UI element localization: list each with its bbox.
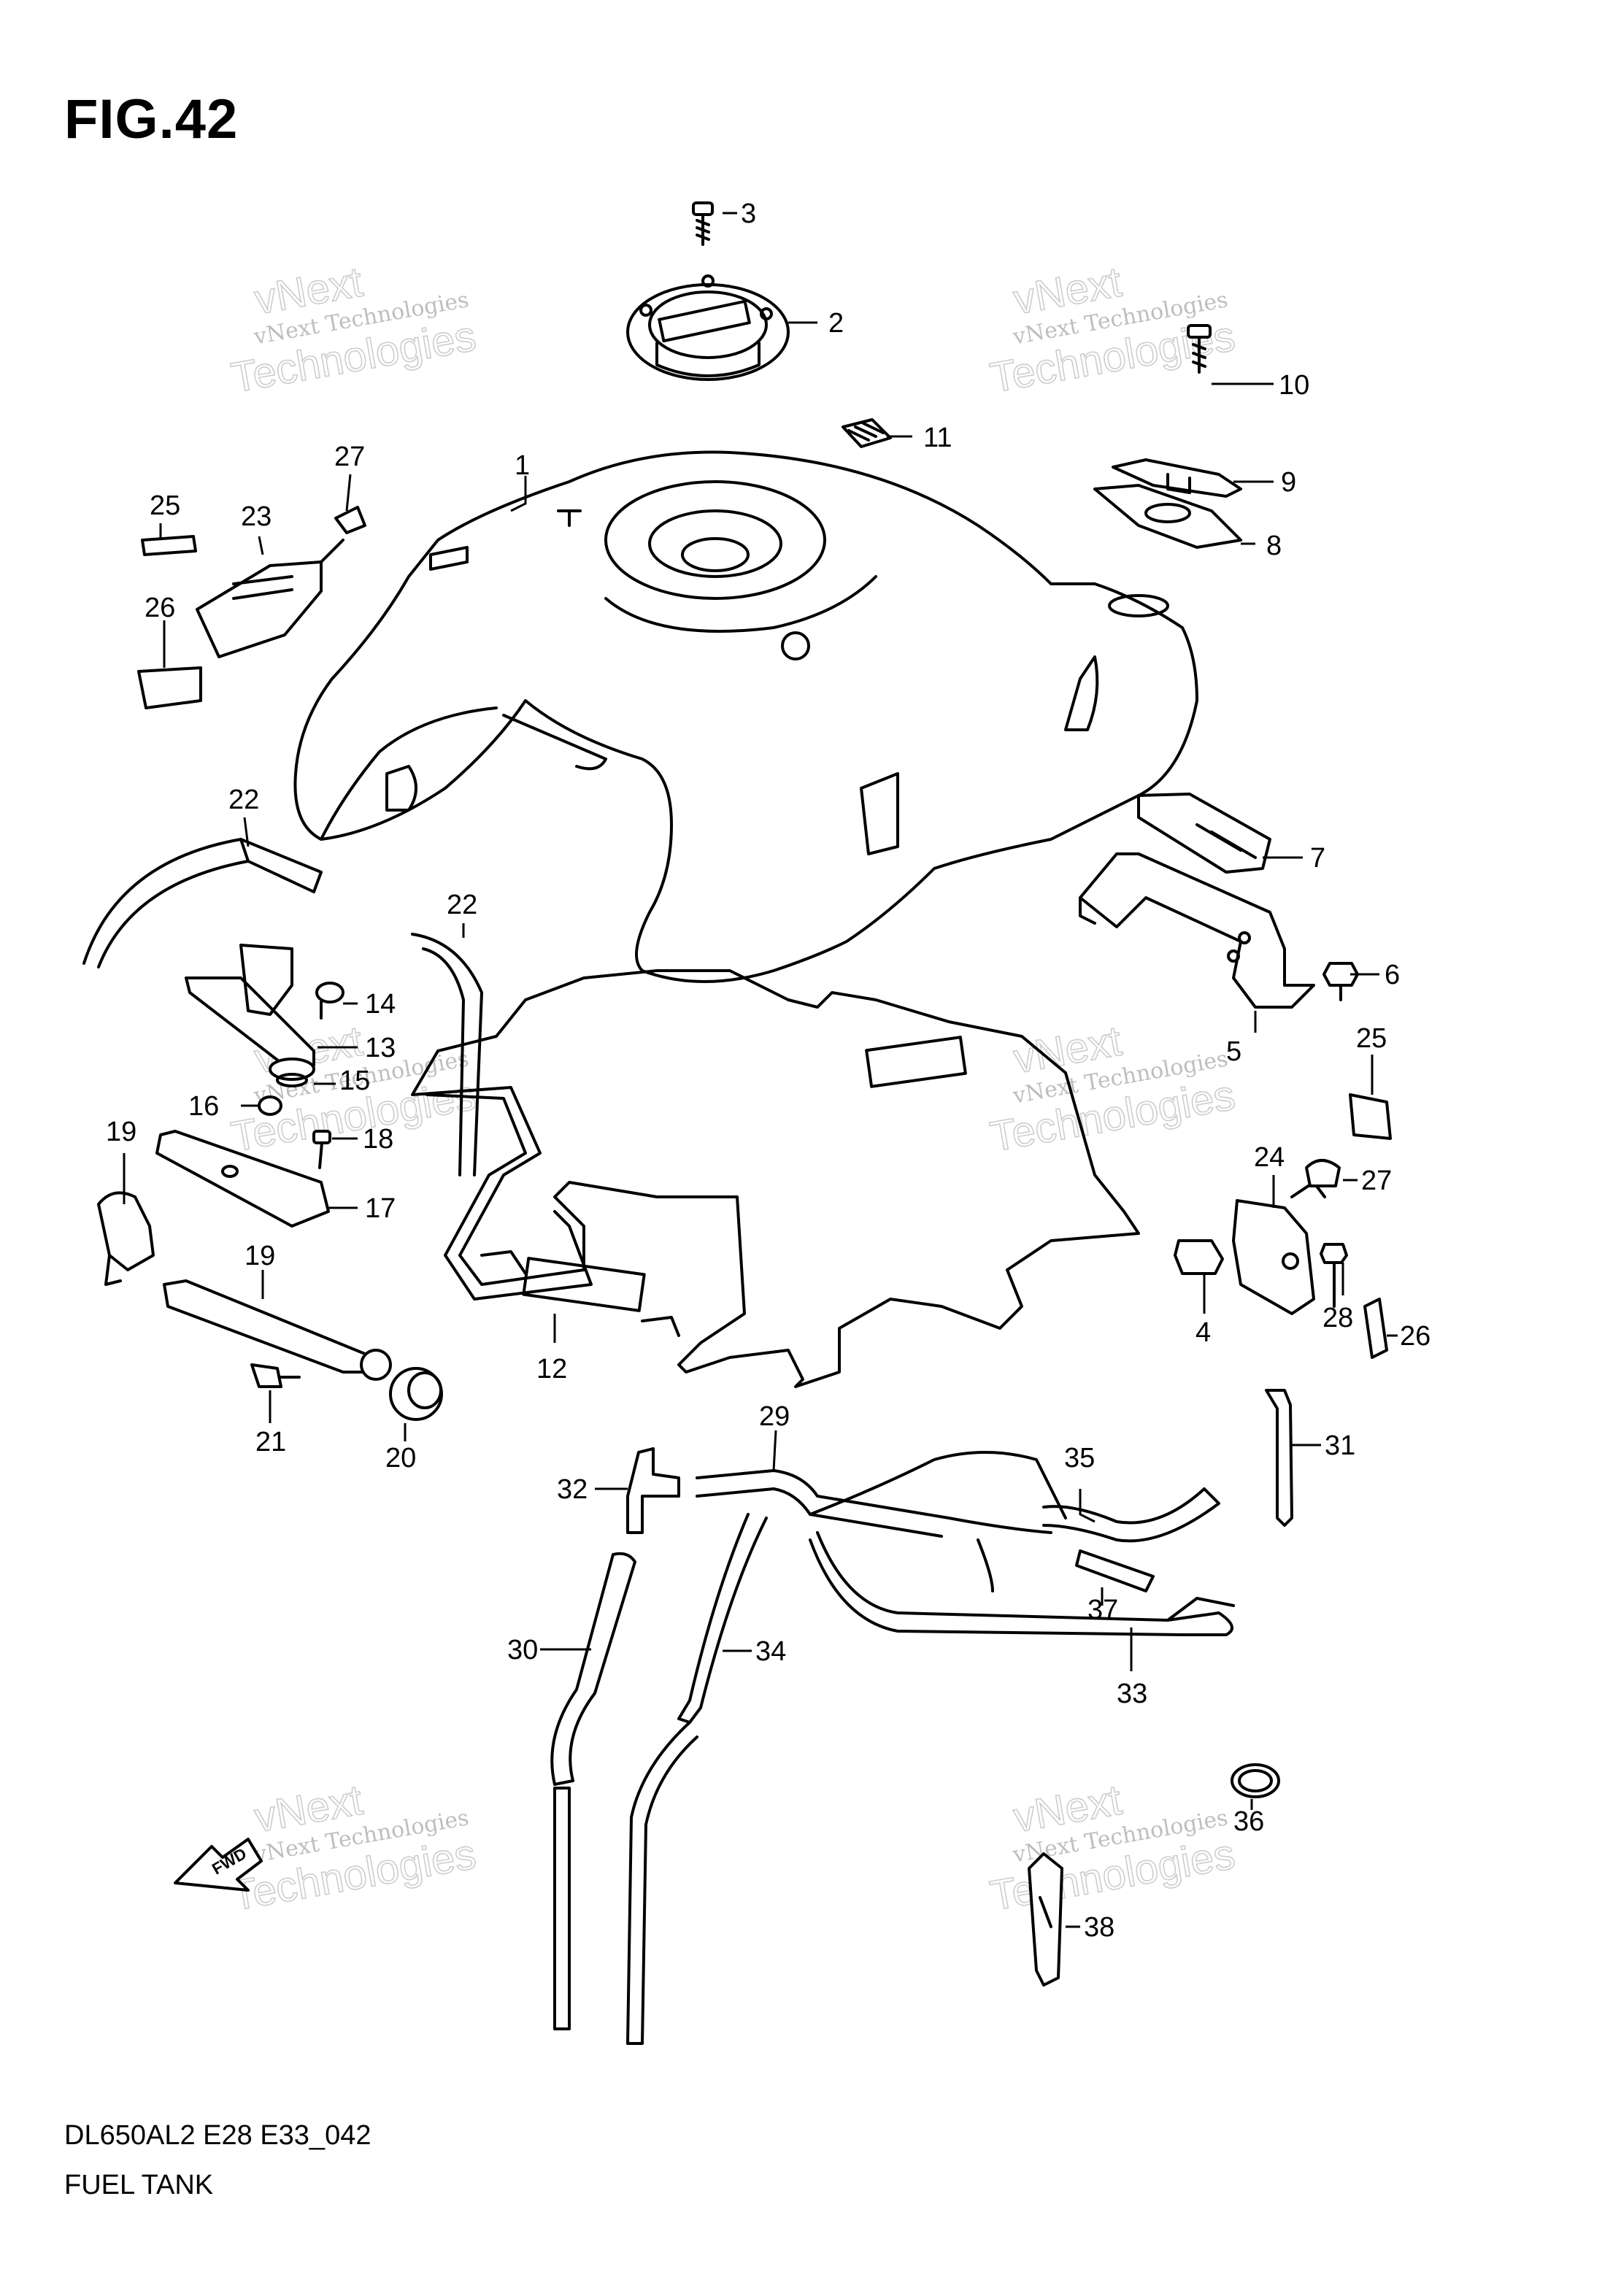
part-29-hose	[696, 1451, 1067, 1538]
callout-30: 30	[507, 1635, 538, 1665]
part-27-cap-left	[334, 506, 366, 534]
part-26-label-left	[137, 666, 202, 709]
part-24-cover	[1232, 1181, 1326, 1315]
callout-2: 2	[828, 308, 844, 339]
part-11-damper	[842, 418, 892, 448]
callout-32: 32	[557, 1474, 588, 1505]
part-3-screw	[692, 201, 714, 246]
callout-3: 3	[741, 199, 756, 229]
part-7-cushion	[1137, 793, 1271, 874]
part-33-hose	[809, 1531, 1235, 1636]
figure-name: FUEL TANK	[64, 2170, 214, 2200]
part-16-collar	[258, 1095, 282, 1116]
part-2-fuel-cap	[626, 274, 790, 381]
callout-38: 38	[1084, 1912, 1114, 1943]
part-22-hose-left	[82, 838, 323, 968]
callout-25-left: 25	[150, 490, 180, 521]
part-31-tie	[1265, 1389, 1293, 1527]
callout-16: 16	[188, 1091, 219, 1122]
part-25-label-left	[141, 535, 197, 556]
callout-22-center: 22	[447, 890, 477, 920]
callout-31: 31	[1325, 1430, 1355, 1461]
callout-15: 15	[339, 1066, 370, 1096]
part-13-plate	[185, 944, 315, 1067]
part-32-joint	[626, 1447, 680, 1534]
part-4-damper	[1174, 1239, 1224, 1275]
figure-title: FIG.42	[64, 88, 239, 150]
part-14-screw	[315, 982, 344, 1020]
callout-17: 17	[365, 1193, 396, 1224]
callout-33: 33	[1117, 1679, 1147, 1709]
part-1-fuel-tank	[293, 450, 1198, 983]
part-18-screw	[312, 1130, 331, 1169]
part-17-bracket	[155, 1130, 330, 1228]
callout-23: 23	[241, 501, 272, 532]
part-12-mat	[411, 969, 1140, 1388]
part-26-label-right	[1363, 1298, 1388, 1359]
part-23-box	[196, 539, 344, 658]
callout-26-right: 26	[1400, 1321, 1431, 1352]
part-25-label-right	[1349, 1093, 1392, 1140]
part-30-hose	[550, 1552, 636, 2030]
callout-4: 4	[1195, 1317, 1211, 1348]
leader-lines	[123, 212, 1398, 1928]
callout-7: 7	[1310, 843, 1325, 874]
callout-36: 36	[1233, 1806, 1264, 1837]
callout-18: 18	[363, 1124, 393, 1155]
part-27-cap-right	[1305, 1159, 1341, 1187]
callout-19-lower: 19	[245, 1241, 275, 1271]
part-6-bolt	[1322, 962, 1359, 1001]
part-35-hose	[1042, 1487, 1220, 1543]
callout-5: 5	[1226, 1036, 1241, 1067]
callout-26-left: 26	[145, 593, 175, 623]
fwd-arrow-icon: FWD	[174, 1838, 263, 1892]
part-34-hose	[626, 1513, 768, 2045]
part-22-hose-center	[411, 933, 483, 1176]
part-8-gasket	[1093, 484, 1242, 549]
part-19-strap	[163, 1279, 366, 1374]
callout-37: 37	[1087, 1595, 1118, 1625]
part-20-cushion	[389, 1367, 443, 1421]
model-code: DL650AL2 E28 E33_042	[64, 2120, 371, 2151]
callout-numbers: 3 2 1 11 10 9 8 7 6 5 4 12 14 13 15 16 1…	[106, 199, 1431, 1943]
part-9-bracket	[1112, 458, 1242, 498]
callout-11: 11	[923, 423, 952, 453]
callout-35: 35	[1064, 1443, 1095, 1473]
callout-13: 13	[365, 1033, 396, 1063]
callout-28: 28	[1322, 1303, 1353, 1333]
callout-22-left: 22	[228, 785, 259, 815]
part-19-grommet	[97, 1191, 155, 1286]
callout-27-left: 27	[334, 442, 365, 472]
callout-27-right: 27	[1361, 1166, 1392, 1196]
callout-6: 6	[1385, 960, 1400, 990]
callout-34: 34	[755, 1636, 786, 1667]
callout-12: 12	[536, 1354, 567, 1384]
callout-10: 10	[1279, 370, 1309, 401]
part-15-grommet	[269, 1058, 315, 1087]
callout-24: 24	[1254, 1142, 1285, 1173]
part-36-clamp	[1231, 1763, 1280, 1798]
part-10-screw	[1187, 324, 1212, 374]
part-28-screw	[1320, 1243, 1348, 1308]
callout-9: 9	[1281, 467, 1296, 498]
part-37-hose	[1075, 1549, 1155, 1592]
callout-21: 21	[255, 1427, 286, 1457]
callout-1: 1	[515, 450, 530, 481]
part-20-rubber	[360, 1349, 392, 1381]
part-5-bracket	[1079, 852, 1315, 1009]
callout-25-right: 25	[1356, 1023, 1387, 1054]
callout-29: 29	[759, 1401, 790, 1432]
callout-8: 8	[1266, 531, 1282, 561]
part-38-tie	[1028, 1852, 1063, 1987]
callout-14: 14	[365, 989, 396, 1020]
part-21-bolt	[250, 1363, 301, 1388]
callout-19-upper: 19	[106, 1117, 136, 1147]
callout-20: 20	[385, 1443, 416, 1473]
